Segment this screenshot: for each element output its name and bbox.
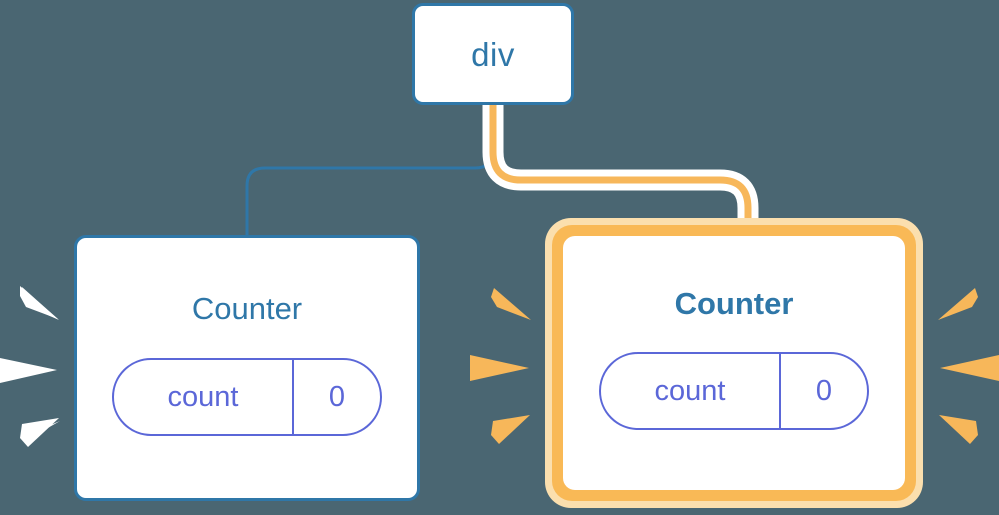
node-counter-right-highlight-ring: Counter count 0 <box>552 225 916 501</box>
burst-ray <box>22 287 59 320</box>
edge-div-to-counter-left <box>245 102 495 238</box>
burst-counter-left <box>0 286 60 447</box>
node-div-title: div <box>471 35 515 73</box>
burst-ray <box>20 286 58 319</box>
state-value: 0 <box>815 374 833 407</box>
node-counter-right-highlight-halo: Counter count 0 <box>545 218 923 508</box>
state-key: count <box>654 374 726 407</box>
state-divider <box>292 360 294 434</box>
state-pill-counter-left: count 0 <box>112 358 382 436</box>
state-key: count <box>167 380 239 413</box>
burst-counter-right-left <box>470 288 531 444</box>
burst-ray <box>938 288 978 320</box>
node-div[interactable]: div <box>412 3 574 105</box>
burst-ray <box>940 355 999 381</box>
state-divider <box>779 354 781 428</box>
burst-ray <box>0 358 57 383</box>
burst-ray <box>20 418 59 447</box>
node-counter-right[interactable]: Counter count 0 <box>563 236 905 490</box>
state-pill-counter-right: count 0 <box>599 352 869 430</box>
state-value: 0 <box>328 380 346 413</box>
node-counter-left-title: Counter <box>191 291 303 326</box>
burst-ray <box>491 415 530 444</box>
burst-ray <box>470 355 529 381</box>
edge-div-to-counter-right <box>489 104 752 240</box>
burst-ray <box>939 415 978 444</box>
node-counter-left[interactable]: Counter count 0 <box>74 235 420 501</box>
node-counter-right-title: Counter <box>674 286 794 321</box>
burst-counter-right-right <box>938 288 999 444</box>
burst-ray <box>491 288 531 320</box>
